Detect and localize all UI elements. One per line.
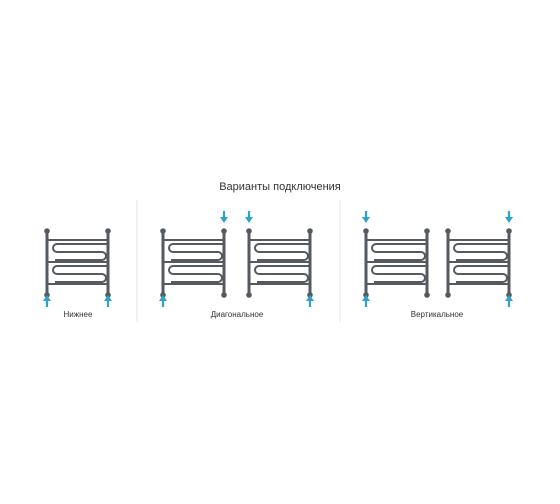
towel-rail-2 (158, 226, 229, 300)
arrow-up-icon (41, 293, 53, 309)
towel-rail-5 (443, 226, 514, 300)
towel-rail-4 (361, 226, 432, 300)
arrow-down-icon (243, 209, 255, 225)
group-bottom-connection: Нижнее (41, 226, 114, 319)
arrow-down-icon (218, 209, 230, 225)
arrow-down-icon (360, 209, 372, 225)
group-label-bottom: Нижнее (64, 310, 93, 319)
group-label-diagonal: Диагональное (211, 310, 264, 319)
group-label-vertical: Вертикальное (411, 310, 464, 319)
arrow-up-icon (503, 293, 515, 309)
arrow-up-icon (304, 293, 316, 309)
arrow-down-icon (503, 209, 515, 225)
towel-rail-3 (244, 226, 315, 300)
diagram-title: Варианты подключения (219, 181, 341, 193)
group-vertical-connection: Вертикальное (360, 209, 515, 319)
group-diagonal-connection: Диагональное (157, 209, 316, 319)
towel-rail-1 (42, 226, 113, 300)
arrow-up-icon (157, 293, 169, 309)
arrow-up-icon (102, 293, 114, 309)
arrow-up-icon (360, 293, 372, 309)
